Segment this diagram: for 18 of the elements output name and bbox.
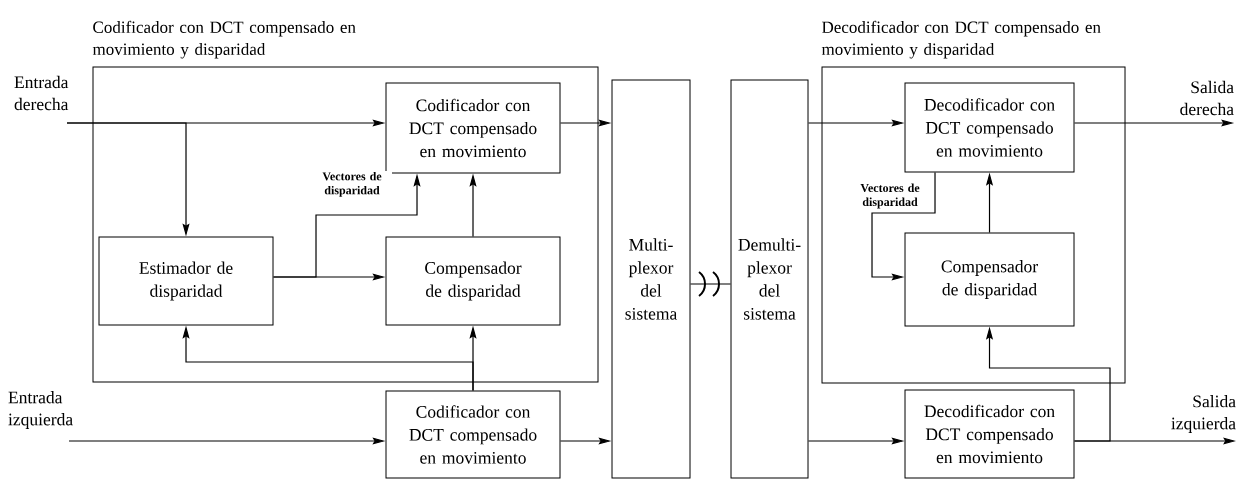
signal-label: Entrada derecha — [14, 75, 69, 111]
process-box: Codificador con DCT compensado en movimiento — [385, 390, 561, 479]
process-box: Decodificador con DCT compensado en movimiento — [904, 389, 1075, 479]
signal-label: Entrada izquierda — [8, 391, 73, 429]
signal-label: Salida derecha — [1180, 80, 1234, 116]
edge-label: Vectores de disparidad — [322, 171, 382, 197]
process-box: Compensador de disparidad — [385, 236, 561, 326]
system-block: Multi-plexor del sistema — [611, 79, 691, 479]
edge-label: Vectores de disparidad — [860, 183, 920, 209]
process-box: Compensador de disparidad — [904, 232, 1075, 327]
node-label: Codificador con DCT compensado en movimiento y disparidad — [92, 20, 356, 59]
arrow — [871, 171, 936, 281]
node-label: Decodificador con DCT compensado en movimiento y disparidad — [821, 20, 1101, 59]
process-box: Decodificador con DCT compensado en movimiento — [904, 82, 1075, 173]
system-block: Demulti-plexor del sistema — [730, 79, 809, 479]
signal-label: Salida izquierda — [1171, 395, 1236, 433]
process-box: Estimador de disparidad — [98, 236, 274, 326]
process-box: Codificador con DCT compensado en movimiento — [385, 82, 561, 174]
